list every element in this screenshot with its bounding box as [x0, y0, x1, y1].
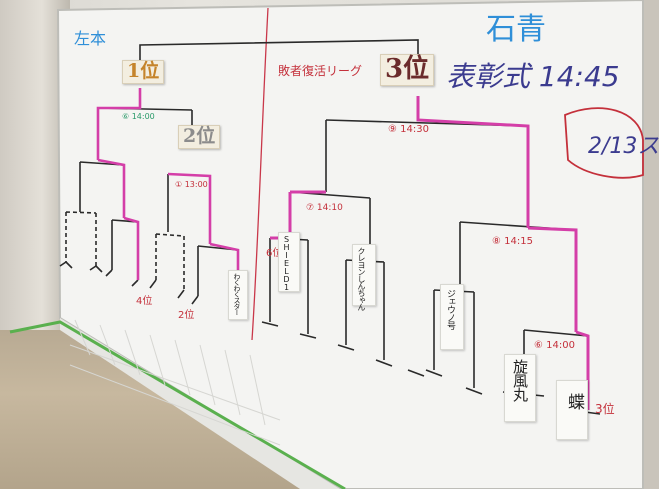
bottom-tag: 3位 — [595, 402, 615, 416]
right-bracket-title: 敗者復活リーグ — [278, 64, 363, 78]
team-name: 旋風丸 — [511, 359, 529, 401]
board-grid — [69, 319, 281, 446]
match-6-label: ⑥ 14:00 — [534, 340, 575, 351]
team-card-waku: わくわくスター — [228, 270, 248, 320]
date-partial-label: 2/13ス — [588, 134, 659, 159]
left-semi-match-label: ① 13:00 — [175, 180, 208, 189]
match-7-label: ⑦ 14:10 — [306, 203, 343, 213]
whiteboard — [9, 0, 644, 489]
sixth-place-tag-left: 2位 — [178, 310, 195, 321]
fourth-place-tag: 4位 — [136, 296, 153, 307]
team-name: わくわくスター — [233, 273, 241, 315]
first-place-sticker: 1位 — [122, 60, 165, 84]
ceremony-time-label: 表彰式 14:45 — [446, 60, 620, 93]
team-name: ジェウノ号 — [445, 289, 455, 329]
third-place-sticker: 3位 — [380, 54, 435, 86]
corner-label: 左本 — [74, 29, 107, 48]
team-name: 蝶 — [564, 393, 584, 409]
team-card-cho: 蝶 — [556, 380, 588, 440]
red-divider-line — [251, 7, 269, 341]
team-name: SHIELD1 — [282, 235, 291, 291]
team-card-jeuno: ジェウノ号 — [440, 284, 464, 350]
date-circle — [564, 107, 644, 179]
team-card-crayon: クレヨンしんちゃん — [352, 244, 376, 310]
second-place-sticker: 2位 — [178, 125, 221, 149]
match-8-label: ⑧ 14:15 — [492, 236, 533, 247]
top-right-label: 石青 — [486, 12, 546, 47]
team-card-shield1: SHIELD1 — [278, 232, 300, 292]
left-final-match-label: ⑥ 14:00 — [122, 112, 155, 121]
right-final-match-label: ⑨ 14:30 — [388, 124, 429, 135]
team-card-senpu: 旋風丸 — [504, 354, 536, 422]
left-side-tag: 6位 — [266, 248, 283, 259]
team-name: クレヨンしんちゃん — [357, 247, 366, 310]
